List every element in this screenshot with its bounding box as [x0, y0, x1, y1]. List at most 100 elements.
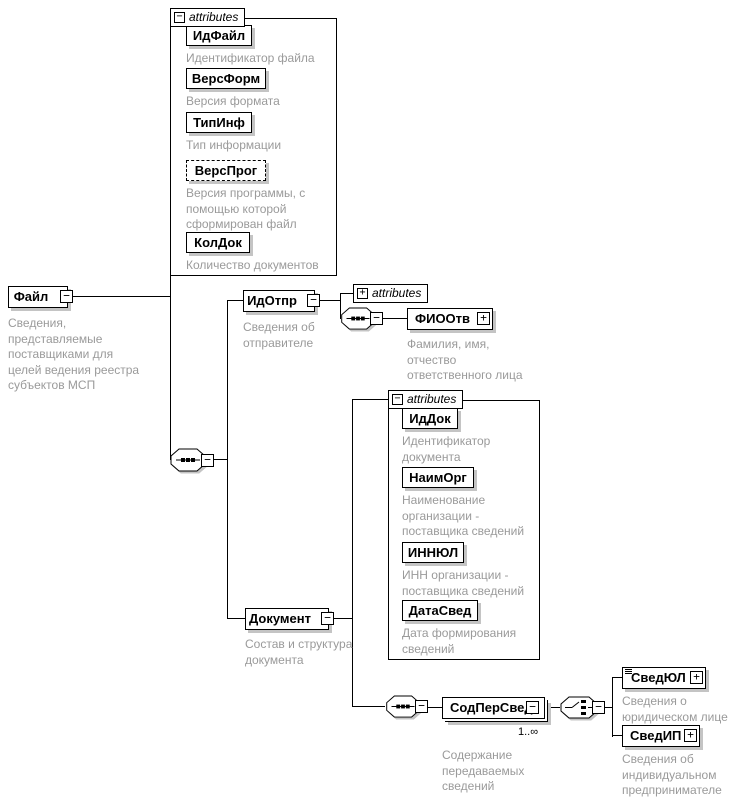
- attribute-annotation: ИНН организации - поставщика сведений: [402, 568, 525, 598]
- attribute-label: ИдДок: [409, 411, 451, 426]
- collapse-toggle[interactable]: −: [201, 454, 214, 467]
- choice-compositor[interactable]: [560, 696, 598, 724]
- connector-line: [352, 706, 385, 707]
- attribute-label: ВерсПрог: [194, 163, 258, 178]
- connector-line: [352, 399, 388, 400]
- element-svedyul[interactable]: СведЮЛ: [622, 667, 706, 689]
- element-annotation: Сведения о юридическом лице: [622, 694, 728, 724]
- attribute-label: КолДок: [194, 235, 242, 250]
- plus-icon: +: [687, 728, 694, 741]
- connector-line: [334, 618, 352, 619]
- connector-line: [227, 300, 228, 619]
- attributes-group-header[interactable]: − attributes: [170, 8, 246, 27]
- element-fail[interactable]: Файл: [8, 286, 68, 308]
- attribute-versform[interactable]: ВерсФорм: [186, 68, 266, 89]
- plus-icon: +: [480, 311, 487, 324]
- attribute-label: НаимОрг: [409, 470, 467, 485]
- attributes-label: attributes: [372, 286, 422, 300]
- connector-line: [320, 300, 340, 301]
- plus-icon: +: [693, 670, 700, 683]
- element-annotation: Состав и структура документа: [245, 637, 353, 667]
- element-annotation: Содержание передаваемых сведений: [442, 748, 525, 793]
- attribute-versprog[interactable]: ВерсПрог: [186, 160, 266, 181]
- connector-line: [612, 735, 622, 736]
- element-fiootv[interactable]: ФИООтв: [407, 308, 493, 330]
- element-annotation: Сведения об индивидуальном предпринимате…: [622, 752, 722, 797]
- attribute-datasved[interactable]: ДатаСвед: [402, 600, 478, 621]
- element-annotation: Сведения об отправителе: [243, 320, 315, 350]
- annotation-mark-icon: [625, 669, 632, 674]
- connector-line: [383, 318, 407, 319]
- attribute-innyul[interactable]: ИННЮЛ: [402, 542, 464, 563]
- minus-icon: −: [176, 11, 183, 22]
- collapse-toggle[interactable]: −: [392, 394, 403, 405]
- expand-toggle[interactable]: +: [690, 671, 703, 684]
- connector-line: [214, 459, 227, 460]
- attribute-annotation: Версия программы, с помощью которой сфор…: [186, 186, 306, 231]
- attributes-label: attributes: [189, 10, 239, 24]
- element-svedip[interactable]: СведИП: [622, 725, 700, 747]
- element-annotation: Фамилия, имя, отчество ответственного ли…: [407, 337, 523, 382]
- element-label: Документ: [249, 611, 311, 626]
- collapse-toggle[interactable]: −: [415, 700, 428, 713]
- collapse-toggle[interactable]: −: [526, 701, 539, 714]
- choice-icon: [560, 696, 598, 719]
- connector-line: [340, 293, 341, 319]
- connector-line: [227, 618, 245, 619]
- expand-toggle[interactable]: +: [684, 729, 697, 742]
- minus-icon: −: [204, 453, 211, 466]
- attribute-idfail[interactable]: ИдФайл: [186, 25, 252, 46]
- sequence-compositor[interactable]: [385, 695, 421, 723]
- sequence-compositor[interactable]: [340, 307, 376, 335]
- minus-icon: −: [595, 700, 602, 713]
- collapse-toggle[interactable]: −: [592, 701, 605, 714]
- collapse-toggle[interactable]: −: [60, 290, 73, 303]
- attribute-annotation: Наименование организации - поставщика св…: [402, 493, 525, 538]
- connector-line: [352, 399, 353, 707]
- attribute-tipinf[interactable]: ТипИнф: [186, 112, 252, 133]
- expand-toggle[interactable]: +: [477, 312, 490, 325]
- collapse-toggle[interactable]: −: [307, 294, 320, 307]
- attribute-koldok[interactable]: КолДок: [186, 232, 250, 253]
- attribute-label: ИдФайл: [192, 28, 246, 43]
- attribute-annotation: Дата формирования сведений: [402, 626, 517, 656]
- attribute-naimorg[interactable]: НаимОрг: [402, 467, 474, 488]
- collapse-toggle[interactable]: −: [321, 612, 334, 625]
- element-idotpr[interactable]: ИдОтпр: [243, 290, 315, 312]
- collapse-toggle[interactable]: −: [174, 12, 185, 23]
- connector-line: [612, 677, 622, 678]
- attribute-label: ТипИнф: [193, 115, 245, 130]
- minus-icon: −: [418, 699, 425, 712]
- sequence-icon: [341, 307, 375, 330]
- connector-line: [605, 707, 612, 708]
- element-dokument[interactable]: Документ: [245, 608, 329, 630]
- attribute-annotation: Идентификатор документа: [402, 434, 491, 464]
- sequence-icon: [386, 695, 420, 718]
- minus-icon: −: [324, 611, 331, 624]
- connector-line: [340, 293, 353, 294]
- attribute-iddok[interactable]: ИдДок: [402, 408, 458, 429]
- connector-line: [227, 300, 243, 301]
- attribute-annotation: Количество документов: [186, 258, 319, 272]
- minus-icon: −: [394, 393, 401, 404]
- connector-line: [612, 677, 613, 737]
- attributes-group-collapsed[interactable]: + attributes: [353, 284, 429, 303]
- attribute-annotation: Идентификатор файла: [186, 51, 315, 65]
- element-sodpersved[interactable]: СодПерСвед: [442, 697, 545, 719]
- attribute-annotation: Версия формата: [186, 94, 280, 108]
- attributes-group-header[interactable]: − attributes: [388, 390, 464, 409]
- attribute-annotation: Тип информации: [186, 138, 282, 152]
- plus-icon: +: [359, 287, 366, 298]
- collapse-toggle[interactable]: −: [370, 312, 383, 325]
- element-label: Файл: [13, 289, 49, 304]
- minus-icon: −: [373, 311, 380, 324]
- attribute-label: ИННЮЛ: [407, 545, 459, 560]
- connector-line: [73, 296, 170, 297]
- sequence-compositor[interactable]: [170, 448, 206, 477]
- expand-toggle[interactable]: +: [357, 288, 368, 299]
- attributes-label: attributes: [407, 392, 457, 406]
- occurrence-arrow-icon: [529, 720, 537, 725]
- element-label: ИдОтпр: [247, 293, 297, 308]
- sequence-icon: [170, 448, 206, 472]
